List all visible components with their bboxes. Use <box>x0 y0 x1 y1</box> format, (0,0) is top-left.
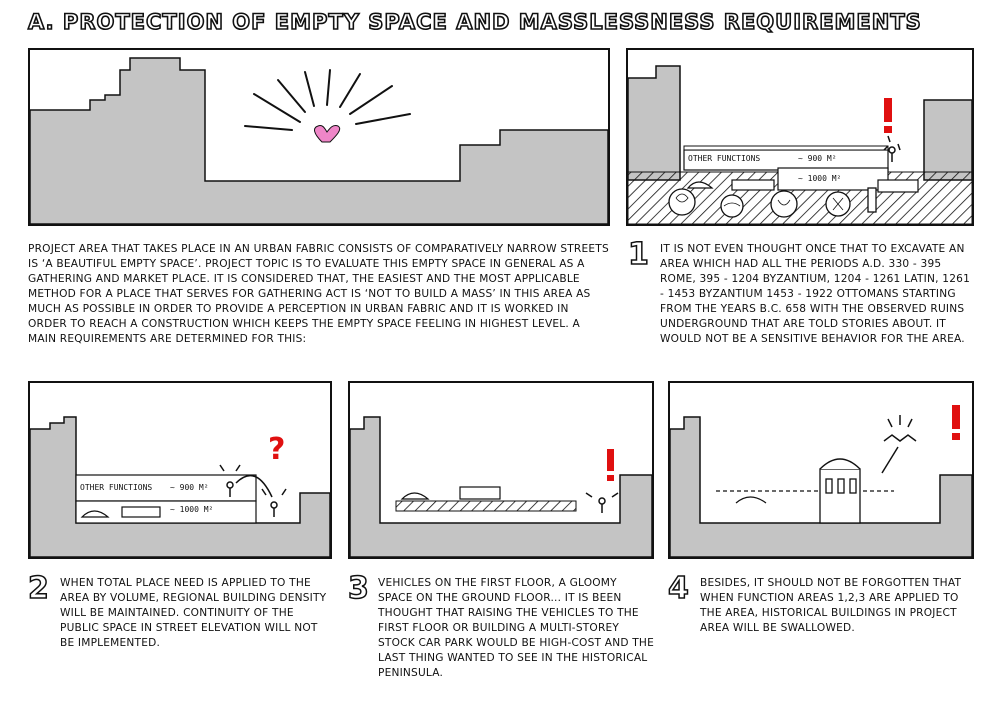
requirement-2-text: When total place need is applied to the … <box>60 577 327 649</box>
sketch-panel-volume: ? Other functions ~ 900 m² ~ 1000 m² <box>28 381 332 559</box>
sketch-panel-empty-space <box>28 48 610 226</box>
intro-text: Project area that takes place in an urba… <box>28 243 609 345</box>
label-area-1000: ~ 1000 m² <box>798 174 842 183</box>
building-silhouette <box>30 57 608 224</box>
label-other-functions-3: Other functions <box>80 483 153 492</box>
historical-building <box>819 458 861 524</box>
label-other-functions: Other functions <box>688 154 761 163</box>
question-mark: ? <box>268 432 285 467</box>
heart-shape <box>314 125 341 143</box>
requirement-4-text: Besides, it should not be forgotten that… <box>700 577 962 634</box>
ruin-artifacts <box>668 187 877 218</box>
requirement-2-number: 2 <box>27 571 49 606</box>
label-area-1000-3: ~ 1000 m² <box>170 505 214 514</box>
requirement-4-number: 4 <box>667 571 689 606</box>
page-title: A. Protection of Empty Space and Massles… <box>27 9 922 35</box>
requirement-1-text: It is not even thought once that to exca… <box>660 243 971 345</box>
sketch-panel-historical <box>668 381 974 559</box>
requirement-1-number: 1 <box>627 237 649 272</box>
label-area-900-3: ~ 900 m² <box>170 483 209 492</box>
requirement-3-number: 3 <box>347 571 369 606</box>
light-rays <box>244 69 411 131</box>
sketch-panel-vehicles <box>348 381 654 559</box>
requirement-3-text: Vehicles on the first floor, a gloomy sp… <box>378 577 654 679</box>
sketch-panel-excavation: Other functions ~ 900 m² ~ 1000 m² <box>626 48 974 226</box>
label-area-900: ~ 900 m² <box>798 154 837 163</box>
